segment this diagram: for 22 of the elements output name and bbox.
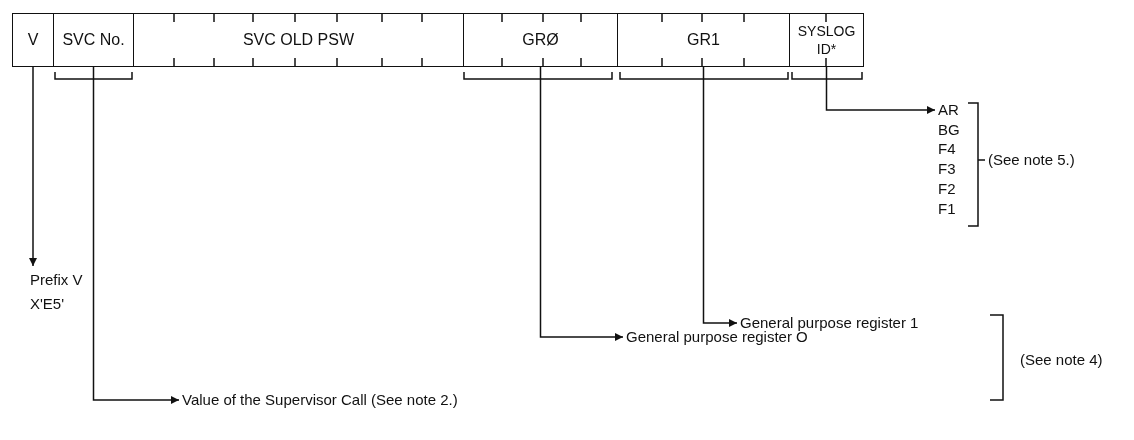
record-field: V bbox=[12, 13, 54, 67]
code-label: AR bbox=[938, 100, 960, 120]
code-label: F2 bbox=[938, 178, 957, 199]
arrow bbox=[702, 66, 738, 327]
code-label: F4 bbox=[938, 139, 957, 160]
note-text: (See note 5.) bbox=[988, 150, 1075, 170]
prefix-text: X'E5' bbox=[30, 294, 66, 314]
arrow bbox=[825, 66, 936, 114]
code-label: BG bbox=[938, 119, 960, 140]
record-field: SYSLOG ID* bbox=[789, 13, 864, 67]
arrow bbox=[29, 66, 37, 267]
arrow bbox=[539, 66, 624, 341]
note-text: (See note 4) bbox=[1020, 350, 1103, 370]
prefix-text: Prefix V bbox=[30, 270, 83, 290]
code-label: F1 bbox=[938, 198, 957, 219]
record-field: GRØ bbox=[463, 13, 618, 67]
code-label: F3 bbox=[938, 159, 957, 179]
record-field: GR1 bbox=[617, 13, 790, 67]
description-text: Value of the Supervisor Call (See note 2.) bbox=[182, 390, 458, 410]
record-field: SVC No. bbox=[53, 13, 134, 67]
record-field: SVC OLD PSW bbox=[133, 13, 464, 67]
arrow bbox=[92, 66, 180, 404]
